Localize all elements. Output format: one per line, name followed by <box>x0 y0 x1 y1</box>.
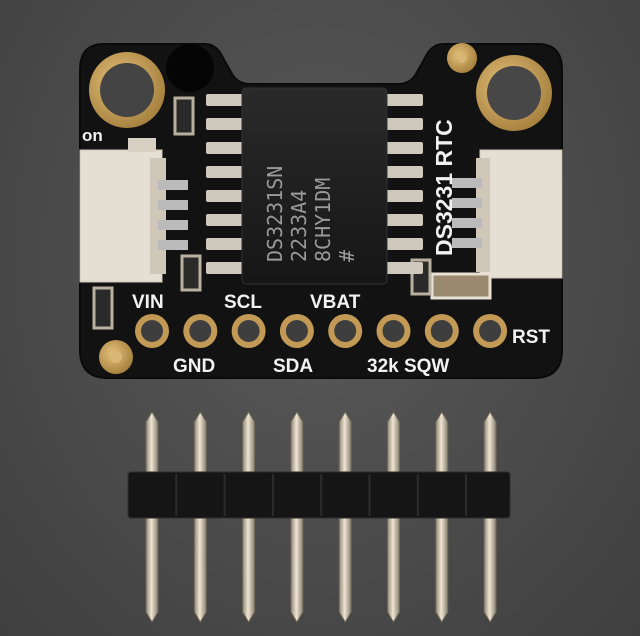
stemma-connector-left <box>79 149 188 283</box>
chip-line-3: 8CHY1DM <box>311 178 335 262</box>
pin-label-scl: SCL <box>224 292 262 313</box>
ic-leg-left <box>206 166 246 178</box>
ic-leg-right <box>383 214 423 226</box>
stemma-connector-right <box>452 149 563 279</box>
chip-line-4: # <box>335 250 359 262</box>
header-pad-hole <box>334 320 357 342</box>
smd-capacitor <box>180 254 202 292</box>
chip-line-2: 2233A4 <box>287 190 311 262</box>
rtc-chip <box>241 87 388 285</box>
pin-label-32k-sqw: 32k SQW <box>367 356 449 377</box>
ic-leg-right <box>383 142 423 154</box>
header-pad-hole <box>141 320 163 342</box>
ic-leg-right <box>383 238 423 250</box>
ic-leg-left <box>206 142 246 154</box>
header-pad-hole <box>382 320 405 342</box>
ic-leg-left <box>206 238 246 250</box>
ic-leg-left <box>206 262 246 274</box>
pin-label-vin: VIN <box>132 292 164 313</box>
pin-label-rst: RST <box>512 327 550 348</box>
mounting-hole-right <box>476 55 552 131</box>
ic-leg-left <box>206 94 246 106</box>
on-label: on <box>82 126 103 145</box>
chip-line-1: DS3231SN <box>263 166 287 262</box>
pin-label-gnd: GND <box>173 356 215 377</box>
chip-marking: DS3231SN 2233A4 8CHY1DM # <box>263 166 359 262</box>
smd-part-right <box>430 272 492 300</box>
ic-legs <box>206 94 423 274</box>
pin-label-vbat: VBAT <box>310 292 361 313</box>
smd-part-left <box>92 286 114 330</box>
mounting-hole-left <box>89 52 165 128</box>
pin-header-pins <box>145 411 497 623</box>
ic-leg-right <box>383 190 423 202</box>
pin-header-dividers <box>175 474 468 516</box>
header-pad-hole <box>479 320 502 342</box>
header-pad-hole <box>237 320 260 342</box>
ic-leg-left <box>206 190 246 202</box>
header-pads <box>135 314 508 348</box>
header-pad-hole <box>430 320 453 342</box>
ic-leg-right <box>383 94 423 106</box>
ic-leg-left <box>206 118 246 130</box>
rtc-label: DS3231 RTC <box>431 119 457 256</box>
pin-header-plastic <box>127 471 511 519</box>
ic-leg-left <box>206 214 246 226</box>
pin-label-sda: SDA <box>273 356 313 377</box>
ic-leg-right <box>383 118 423 130</box>
via-gold-bottom-hole <box>110 351 122 363</box>
via-dark <box>166 44 214 92</box>
via-gold-top-hole <box>457 53 467 63</box>
smd-led <box>128 138 156 152</box>
header-pad-hole <box>285 320 308 342</box>
ic-leg-right <box>383 166 423 178</box>
header-pad-hole <box>189 320 212 342</box>
ic-leg-right <box>383 262 423 274</box>
smd-resistor <box>173 96 195 136</box>
